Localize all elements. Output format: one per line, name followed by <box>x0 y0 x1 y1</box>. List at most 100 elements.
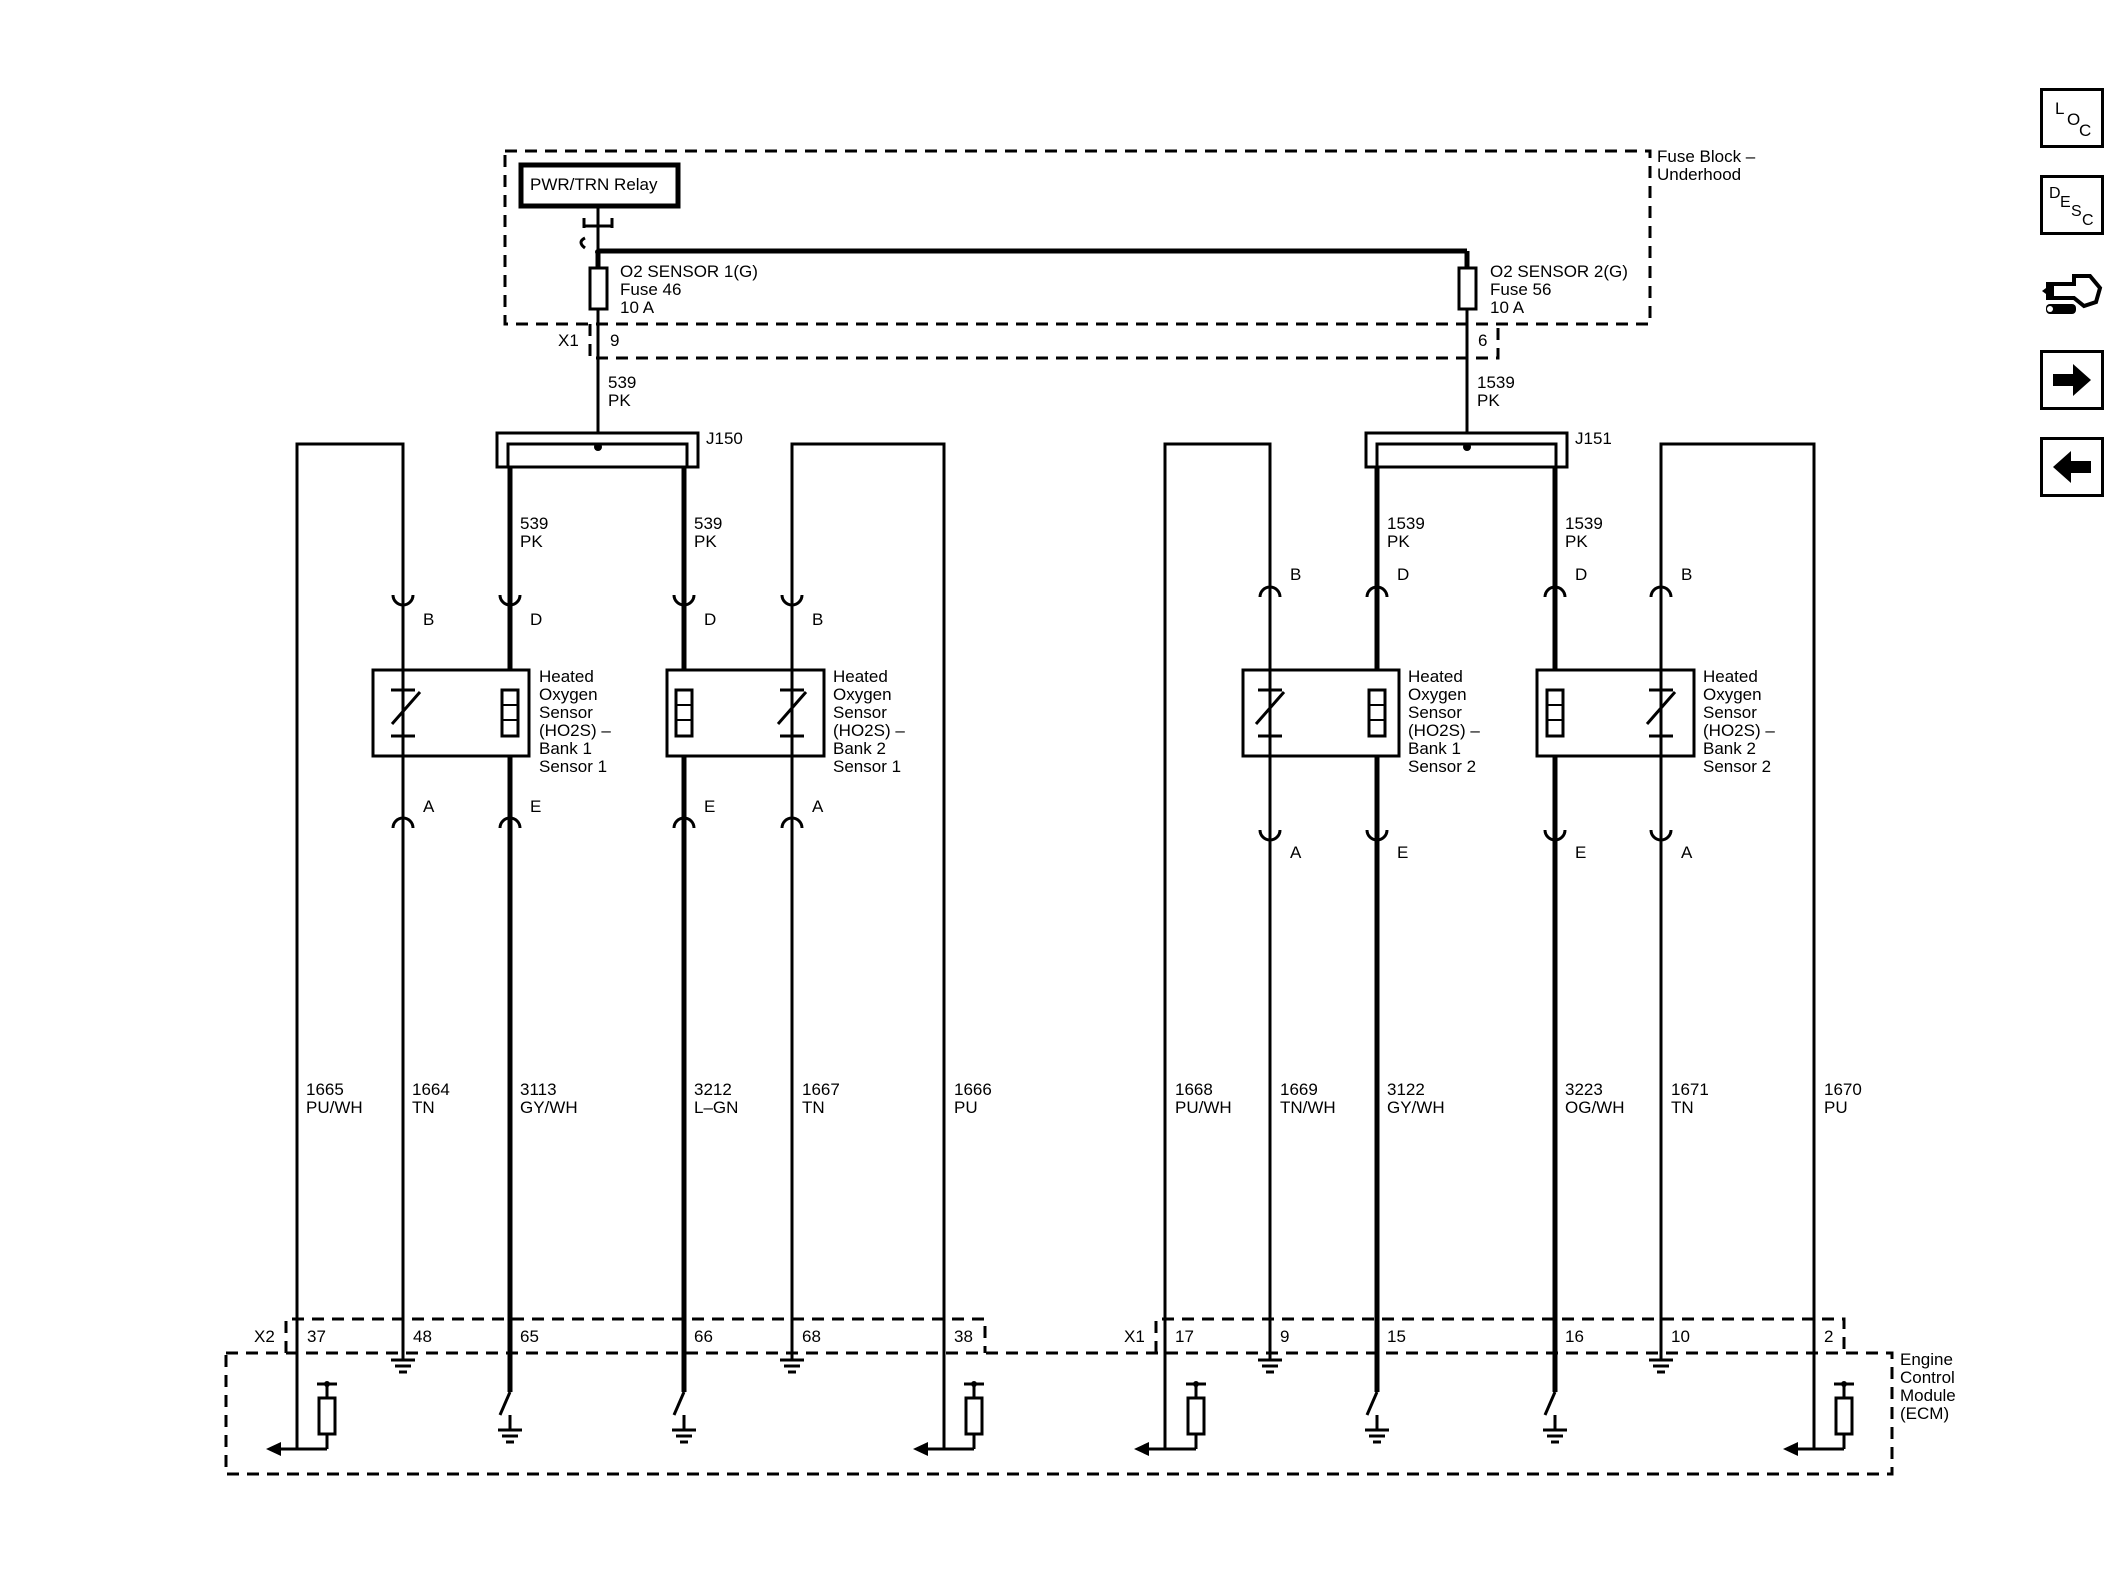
previous-page-button[interactable] <box>2040 437 2104 497</box>
svg-text:TN: TN <box>1671 1098 1694 1117</box>
svg-text:15: 15 <box>1387 1327 1406 1346</box>
fuse-56-icon <box>1457 266 1478 311</box>
svg-text:D: D <box>2049 185 2061 202</box>
splice-j150-label: J150 <box>706 429 743 448</box>
heater-feed-4-color: PK <box>1565 532 1588 551</box>
sensor-bank2-sensor2 <box>1535 668 1696 758</box>
sensor4-pin-e: E <box>1575 843 1586 862</box>
ecm-x2-label: X2 <box>254 1327 275 1346</box>
svg-text:Oxygen: Oxygen <box>1408 685 1467 704</box>
fuse-46-line3: 10 A <box>620 298 655 317</box>
svg-text:1664: 1664 <box>412 1080 450 1099</box>
terminal-cups <box>391 585 1673 842</box>
fuse-block-label-1: Fuse Block – <box>1657 147 1756 166</box>
svg-text:Sensor: Sensor <box>1703 703 1757 722</box>
pwr-trn-relay-label: PWR/TRN Relay <box>530 175 658 194</box>
heater-feed-1-color: PK <box>520 532 543 551</box>
connector-tool-icon[interactable] <box>2040 262 2104 326</box>
arrow-right-icon <box>2053 364 2091 396</box>
svg-text:(HO2S) –: (HO2S) – <box>539 721 611 740</box>
svg-text:S: S <box>2071 203 2082 220</box>
svg-text:68: 68 <box>802 1327 821 1346</box>
wire-1668 <box>1163 442 1272 1449</box>
sensor-bank1-sensor1 <box>371 668 531 758</box>
svg-text:(HO2S) –: (HO2S) – <box>1703 721 1775 740</box>
fuse-56-line2: Fuse 56 <box>1490 280 1551 299</box>
fuse-46-line2: Fuse 46 <box>620 280 681 299</box>
svg-text:10: 10 <box>1671 1327 1690 1346</box>
location-button[interactable]: L O C <box>2040 88 2104 148</box>
description-button[interactable]: D E S C <box>2040 175 2104 235</box>
sensor-4-label: Heated Oxygen Sensor (HO2S) – Bank 2 Sen… <box>1703 667 1775 776</box>
next-page-button[interactable] <box>2040 350 2104 410</box>
svg-text:Sensor: Sensor <box>1408 703 1462 722</box>
svg-text:17: 17 <box>1175 1327 1194 1346</box>
svg-text:Sensor: Sensor <box>539 703 593 722</box>
svg-text:Control: Control <box>1900 1368 1955 1387</box>
svg-text:Heated: Heated <box>1703 667 1758 686</box>
svg-text:Oxygen: Oxygen <box>539 685 598 704</box>
svg-text:GY/WH: GY/WH <box>520 1098 578 1117</box>
svg-text:O: O <box>2067 110 2080 129</box>
svg-text:1665: 1665 <box>306 1080 344 1099</box>
sensor2-pin-d: D <box>704 610 716 629</box>
svg-text:TN/WH: TN/WH <box>1280 1098 1336 1117</box>
svg-text:1670: 1670 <box>1824 1080 1862 1099</box>
fuse-56-line3: 10 A <box>1490 298 1525 317</box>
ecm-x1-connector <box>1154 1317 1846 1353</box>
svg-text:16: 16 <box>1565 1327 1584 1346</box>
sensor4-pin-b: B <box>1681 565 1692 584</box>
svg-text:Bank 2: Bank 2 <box>833 739 886 758</box>
fuse-block-x1-connector <box>588 324 1500 360</box>
svg-text:3122: 3122 <box>1387 1080 1425 1099</box>
sensor3-pin-e: E <box>1397 843 1408 862</box>
svg-text:Sensor 1: Sensor 1 <box>539 757 607 776</box>
svg-text:(HO2S) –: (HO2S) – <box>1408 721 1480 740</box>
svg-text:Module: Module <box>1900 1386 1956 1405</box>
svg-text:3113: 3113 <box>520 1080 557 1099</box>
pwr-trn-relay-box <box>518 162 681 209</box>
svg-text:1669: 1669 <box>1280 1080 1318 1099</box>
svg-text:1667: 1667 <box>802 1080 840 1099</box>
relay-contact-symbol <box>579 208 614 255</box>
sensor4-pin-a: A <box>1681 843 1693 862</box>
feed-left-color: PK <box>608 391 631 410</box>
sensor1-pin-a: A <box>423 797 435 816</box>
svg-text:1668: 1668 <box>1175 1080 1213 1099</box>
svg-text:PU: PU <box>1824 1098 1848 1117</box>
svg-text:Heated: Heated <box>539 667 594 686</box>
svg-text:1666: 1666 <box>954 1080 992 1099</box>
svg-text:2: 2 <box>1824 1327 1833 1346</box>
svg-text:Heated: Heated <box>1408 667 1463 686</box>
sensor2-pin-b: B <box>812 610 823 629</box>
svg-text:C: C <box>2082 212 2094 229</box>
feed-left-circuit: 539 <box>608 373 636 392</box>
svg-text:Sensor 2: Sensor 2 <box>1408 757 1476 776</box>
sensor4-pin-d: D <box>1575 565 1587 584</box>
ecm-x2-connector <box>284 1317 987 1353</box>
sensor1-pin-d: D <box>530 610 542 629</box>
ecm-outline <box>224 1351 1894 1476</box>
feed-right-circuit: 1539 <box>1477 373 1515 392</box>
svg-text:GY/WH: GY/WH <box>1387 1098 1445 1117</box>
svg-text:37: 37 <box>307 1327 326 1346</box>
ecm-signal-grounds <box>391 1358 1673 1374</box>
svg-text:38: 38 <box>954 1327 973 1346</box>
desc-icon: D E S C <box>2049 185 2094 229</box>
splice-j151-label: J151 <box>1575 429 1612 448</box>
fuse-block-x1-label: X1 <box>558 331 579 350</box>
wire-labels: 1665 PU/WH 1664 TN 3113 GY/WH 3212 L–GN … <box>306 1080 1862 1117</box>
wire-1665 <box>295 442 405 1449</box>
sensor2-pin-a: A <box>812 797 824 816</box>
fuse-block-outline <box>503 149 1652 326</box>
svg-text:TN: TN <box>412 1098 435 1117</box>
svg-text:Bank 1: Bank 1 <box>539 739 592 758</box>
svg-text:(ECM): (ECM) <box>1900 1404 1949 1423</box>
heater-feed-4-circuit: 1539 <box>1565 514 1603 533</box>
svg-text:Sensor 1: Sensor 1 <box>833 757 901 776</box>
svg-text:C: C <box>2079 121 2091 140</box>
fuse-block-pin-9: 9 <box>610 331 619 350</box>
svg-text:3223: 3223 <box>1565 1080 1603 1099</box>
svg-text:1671: 1671 <box>1671 1080 1709 1099</box>
